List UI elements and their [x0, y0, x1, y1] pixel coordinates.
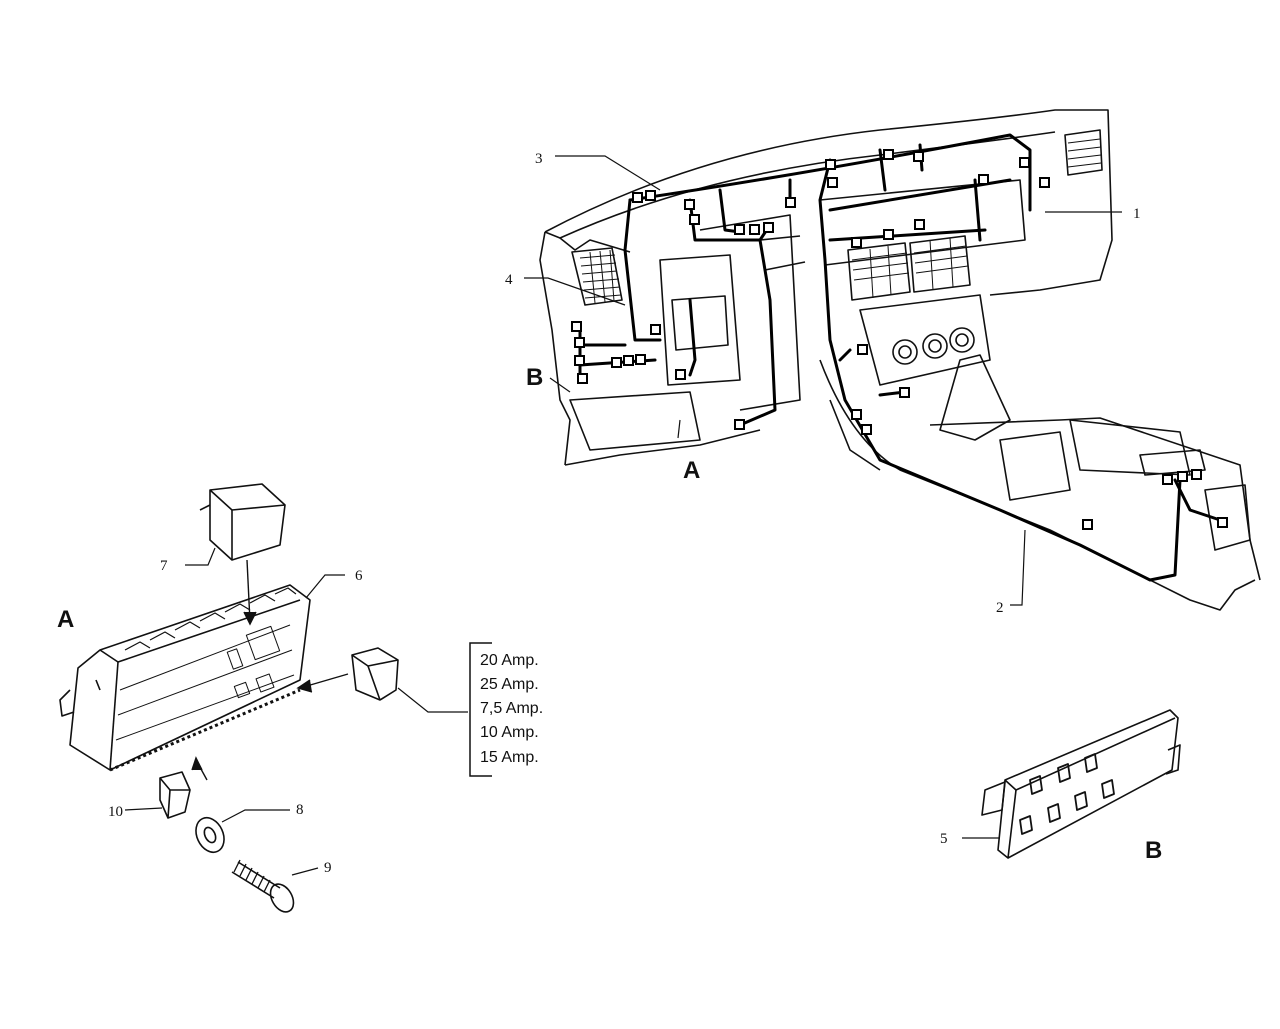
fuse-box-drawing	[59, 483, 399, 913]
fuse-panel-drawing	[981, 709, 1181, 859]
part-number-4: 4	[505, 272, 513, 288]
part-number-7: 7	[160, 558, 168, 574]
view-label-b-detail: B	[1145, 837, 1162, 864]
leader-lines	[524, 155, 1122, 606]
part-number-2: 2	[996, 600, 1004, 616]
view-label-a-detail: A	[57, 606, 74, 633]
fuse-rating-7-5: 7,5 Amp.	[480, 700, 543, 717]
fuse-ratings-bracket	[469, 642, 492, 777]
view-labels: B A A B	[57, 364, 1162, 864]
view-label-b-dash: B	[526, 364, 543, 391]
connectors	[571, 149, 1228, 530]
fuse-rating-20: 20 Amp.	[480, 652, 539, 669]
assembly-arrows	[191, 559, 349, 781]
fuse-rating-15: 15 Amp.	[480, 749, 539, 766]
fuse-ratings-list: 20 Amp. 25 Amp. 7,5 Amp. 10 Amp. 15 Amp.	[480, 652, 543, 766]
fuse-rating-10: 10 Amp.	[480, 724, 539, 741]
part-number-6: 6	[355, 568, 363, 584]
part-number-1: 1	[1133, 206, 1141, 222]
part-number-5: 5	[940, 831, 948, 847]
part-number-8: 8	[296, 802, 304, 818]
part-number-10: 10	[108, 804, 123, 820]
fuse-rating-25: 25 Amp.	[480, 676, 539, 693]
view-label-a-dash: A	[683, 457, 700, 484]
part-number-3: 3	[535, 151, 543, 167]
part-number-labels: 1 2 3 4 5 6 7 8 9 10	[108, 151, 1141, 876]
part-number-9: 9	[324, 860, 332, 876]
detail-leader-lines	[124, 547, 468, 876]
